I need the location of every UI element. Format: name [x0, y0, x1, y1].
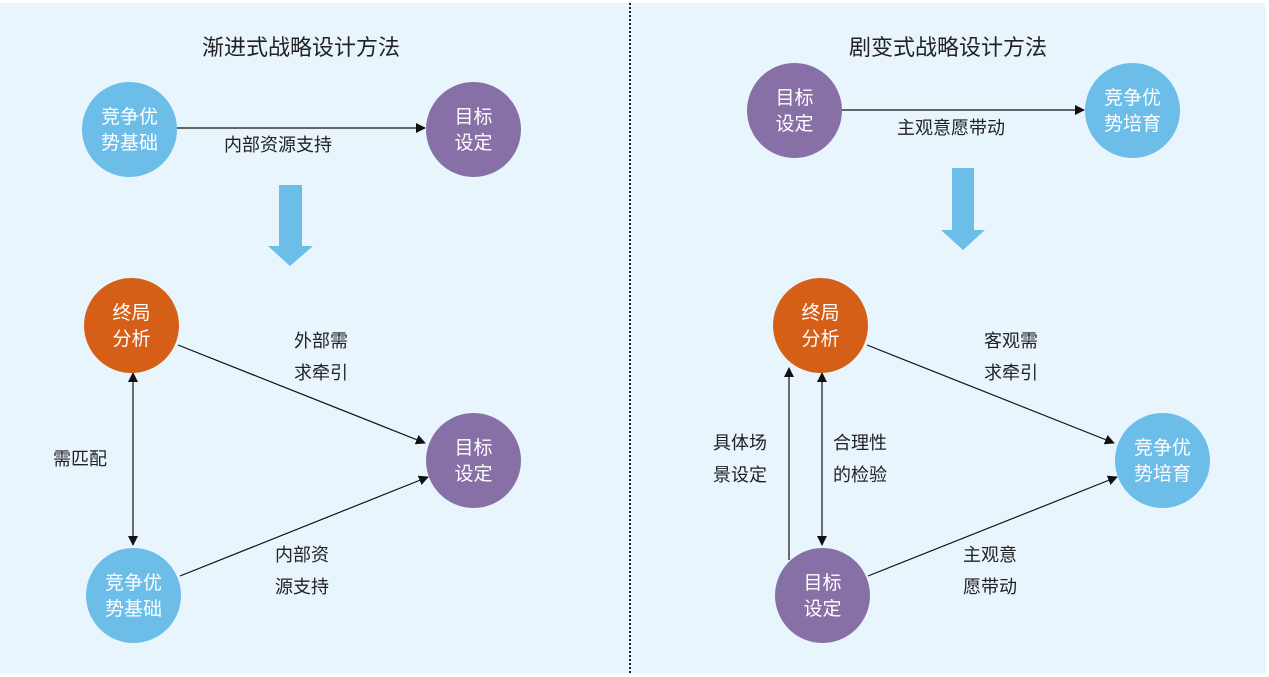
edge-label-left-top: 内部资源支持	[224, 135, 332, 156]
node-text: 竞争优	[104, 571, 162, 594]
node-left-goal: 目标 设定	[426, 413, 521, 508]
node-text: 竞争优	[1103, 86, 1161, 109]
edge-right-endgame-advantage	[866, 344, 1115, 445]
edge-left-advantage-goal	[179, 475, 429, 577]
label-line: 内部资	[275, 545, 329, 566]
node-text: 竞争优	[100, 105, 158, 128]
label-line: 合理性	[833, 433, 887, 454]
label-line: 求牵引	[984, 363, 1038, 384]
node-text: 目标	[454, 436, 493, 459]
down-arrow-left	[268, 185, 313, 266]
right-panel-title: 剧变式战略设计方法	[848, 36, 1048, 61]
edge-label-left-endgame-advantage: 需匹配	[53, 449, 107, 470]
node-text: 设定	[775, 112, 814, 135]
edge-right-goal-advantage	[867, 475, 1118, 577]
panel-divider	[629, 3, 631, 673]
edge-label-right-check: 合理性 的检验	[833, 428, 887, 492]
edge-label-right-goal-advantage: 主观意 愿带动	[963, 540, 1017, 604]
node-left-top-goal: 目标 设定	[426, 82, 521, 177]
node-right-top-advantage: 竞争优 势培育	[1085, 63, 1180, 158]
node-text: 设定	[454, 131, 493, 154]
left-panel-title: 渐进式战略设计方法	[201, 36, 401, 61]
node-text: 设定	[803, 597, 842, 620]
node-text: 目标	[454, 105, 493, 128]
label-line: 外部需	[294, 331, 348, 352]
node-right-endgame: 终局 分析	[773, 278, 868, 373]
label-line: 主观意	[963, 545, 1017, 566]
node-text: 势培育	[1133, 462, 1191, 485]
node-left-top-advantage: 竞争优 势基础	[82, 82, 177, 177]
edge-label-right-top: 主观意愿带动	[897, 118, 1005, 139]
node-text: 势基础	[100, 131, 158, 154]
node-right-top-goal: 目标 设定	[747, 63, 842, 158]
node-text: 势基础	[104, 597, 162, 620]
node-right-advantage: 竞争优 势培育	[1115, 413, 1210, 508]
node-text: 目标	[803, 571, 842, 594]
edge-label-left-endgame-goal: 外部需 求牵引	[294, 326, 348, 390]
node-text: 分析	[112, 327, 151, 350]
node-text: 竞争优	[1133, 436, 1191, 459]
label-line: 求牵引	[294, 363, 348, 384]
node-text: 分析	[801, 327, 840, 350]
edge-label-right-endgame-advantage: 客观需 求牵引	[984, 326, 1038, 390]
node-text: 终局	[801, 301, 840, 324]
node-left-advantage: 竞争优 势基础	[86, 548, 181, 643]
label-line: 景设定	[713, 465, 767, 486]
edge-left-endgame-goal	[177, 344, 426, 445]
node-text: 势培育	[1103, 112, 1161, 135]
label-line: 源支持	[275, 577, 329, 598]
node-text: 终局	[112, 301, 151, 324]
node-text: 设定	[454, 462, 493, 485]
node-text: 目标	[775, 86, 814, 109]
edge-label-left-advantage-goal: 内部资 源支持	[275, 540, 329, 604]
down-arrow-right	[941, 168, 985, 250]
node-left-endgame: 终局 分析	[84, 278, 179, 373]
diagram-canvas	[0, 3, 1265, 673]
node-right-goal: 目标 设定	[775, 548, 870, 643]
label-line: 客观需	[984, 331, 1038, 352]
label-line: 具体场	[713, 433, 767, 454]
edge-label-right-scenario: 具体场 景设定	[713, 428, 767, 492]
label-line: 愿带动	[963, 577, 1017, 598]
label-line: 的检验	[833, 465, 887, 486]
